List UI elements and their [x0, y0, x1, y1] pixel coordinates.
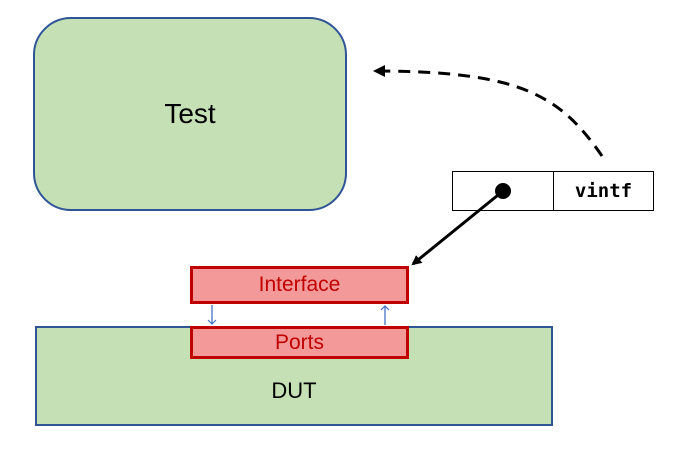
ports-block: Ports — [190, 326, 409, 359]
interface-block: Interface — [190, 266, 409, 304]
vintf-handle: vintf — [452, 171, 654, 211]
test-block: Test — [33, 17, 347, 211]
vintf-pointer-cell — [453, 172, 554, 210]
test-label: Test — [164, 98, 216, 129]
dashed-return-arrow — [381, 69, 604, 157]
dashed-return-arrowhead — [373, 65, 385, 77]
interface-label: Interface — [258, 273, 341, 296]
ports-label: Ports — [274, 330, 324, 354]
dut-label: DUT — [271, 378, 317, 403]
vintf-label: vintf — [574, 180, 633, 202]
